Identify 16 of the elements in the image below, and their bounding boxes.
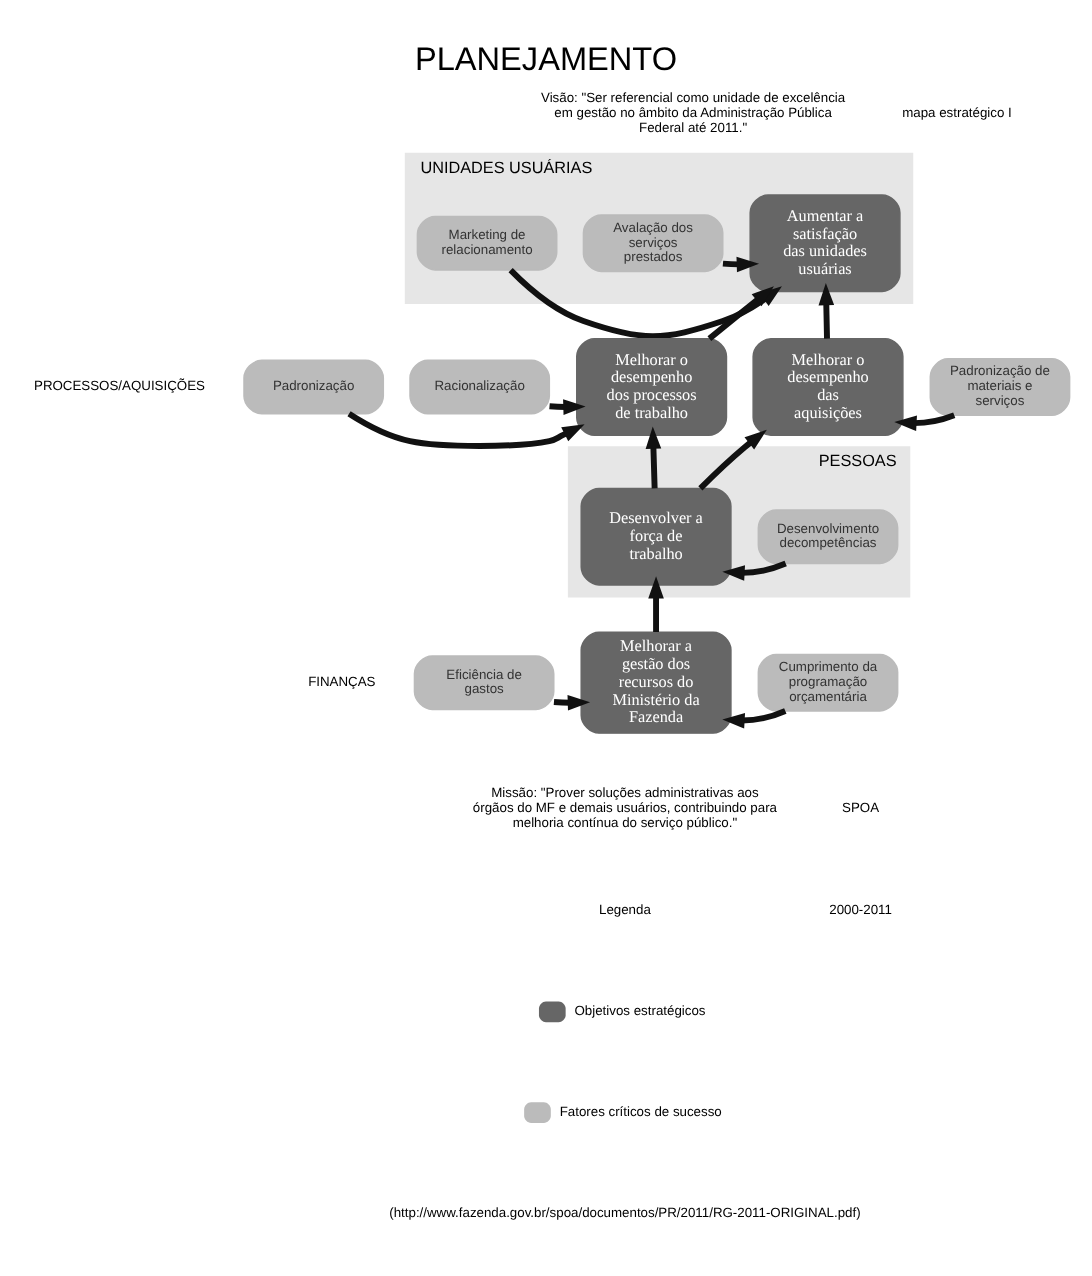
arrow xyxy=(722,707,787,728)
node-box: Aumentar a satisfação das unidades usuárias xyxy=(749,193,901,292)
arrow xyxy=(894,411,956,431)
node-box: Melhorar a gestão dos recursos do Ministério da Fazenda xyxy=(580,630,732,733)
arrow xyxy=(648,575,664,631)
node-box: Melhorar o desempenho dos processos de trabalho xyxy=(576,337,728,435)
arrow xyxy=(508,267,782,339)
arrow xyxy=(698,428,767,490)
arrow xyxy=(347,410,585,448)
arrow xyxy=(722,559,787,580)
diagram-title: PLANEJAMENTO xyxy=(414,40,678,77)
node-box: Melhorar o desempenho das aquisições xyxy=(752,337,904,435)
node-box: Desenvolver a força de trabalho xyxy=(580,486,732,585)
arrow xyxy=(645,425,662,488)
arrow xyxy=(707,285,774,340)
arrow xyxy=(818,281,835,338)
